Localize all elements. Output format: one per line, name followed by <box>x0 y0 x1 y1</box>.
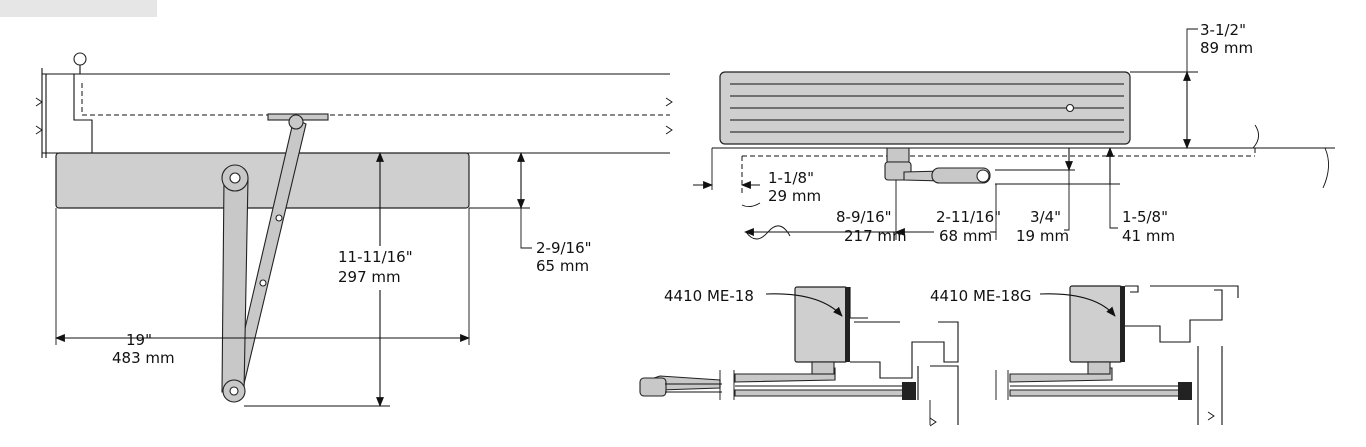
dim-offset2-in: 2-11/16" <box>936 208 1001 226</box>
closer-body <box>55 152 470 209</box>
dim-arm-length-mm: 297 mm <box>338 268 401 286</box>
closer-main-arm <box>221 177 249 393</box>
dim-gap-in: 3/4" <box>1030 208 1061 226</box>
dim-reveal-in: 1-1/8" <box>768 169 814 187</box>
dim-arm-length-in: 11-11/16" <box>338 248 413 266</box>
detail-me18 <box>639 286 959 427</box>
dim-header-height-in: 3-1/2" <box>1200 21 1246 39</box>
dim-projection-mm: 41 mm <box>1122 227 1175 245</box>
dim-offset1-mm: 217 mm <box>844 227 907 245</box>
dim-closer-height-in: 2-9/16" <box>536 239 592 257</box>
callout-me18: 4410 ME-18 <box>664 287 754 305</box>
side-section-view <box>693 28 1335 240</box>
dim-offset2-mm: 68 mm <box>939 227 992 245</box>
dim-reveal-mm: 29 mm <box>768 187 821 205</box>
dim-offset1-in: 8-9/16" <box>836 208 892 226</box>
dim-closer-height-mm: 65 mm <box>536 257 589 275</box>
dim-gap-mm: 19 mm <box>1016 227 1069 245</box>
corner-tab <box>0 0 157 17</box>
callout-me18g: 4410 ME-18G <box>930 287 1031 305</box>
dim-projection-in: 1-5/8" <box>1122 208 1168 226</box>
detail-me18g <box>995 285 1239 425</box>
door-stop-knob <box>73 52 87 66</box>
front-elevation-view <box>35 52 673 407</box>
dim-header-height-mm: 89 mm <box>1200 39 1253 57</box>
dim-closer-width-mm: 483 mm <box>112 349 175 367</box>
dim-closer-width-in: 19" <box>126 331 152 349</box>
